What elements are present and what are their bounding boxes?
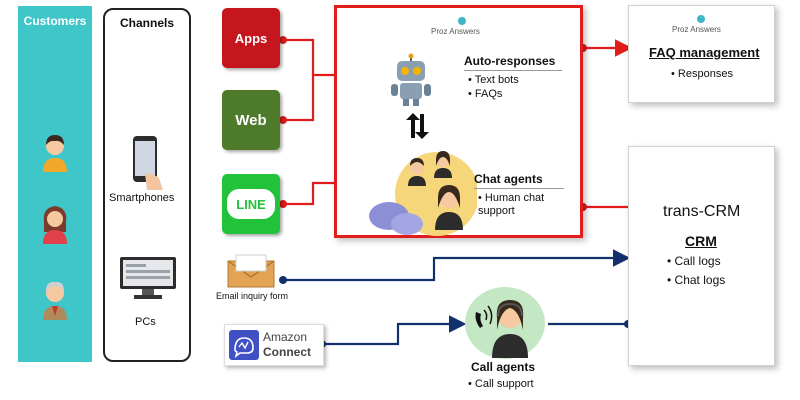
customers-title: Customers — [23, 14, 87, 28]
channels-title: Channels — [119, 16, 174, 30]
web-label: Web — [235, 111, 267, 129]
chat-agents-icon — [369, 151, 477, 236]
auto-item-faqs: FAQs — [468, 88, 564, 100]
crm-item-chat-logs: Chat logs — [667, 273, 726, 287]
line-label: LINE — [236, 196, 266, 212]
proz-answers-box: Proz Answers — [334, 5, 583, 238]
faq-logo-icon — [697, 15, 705, 23]
faq-management-title: FAQ management — [649, 45, 760, 60]
customer-senior-icon — [43, 281, 67, 320]
apps-button[interactable]: Apps — [222, 8, 280, 68]
customers-panel: Customers — [18, 6, 92, 362]
auto-responses-panel: Auto-responses Text bots FAQs — [464, 54, 564, 100]
amazon-label-top: Amazon — [263, 330, 308, 344]
channels-panel: Channels Smartphones PCs — [103, 8, 191, 362]
call-agent-icon — [465, 287, 545, 359]
auto-responses-title: Auto-responses — [464, 54, 556, 68]
smartphones-label: Smartphones — [109, 192, 175, 204]
chat-item-human: Human chat — [478, 192, 564, 204]
faq-logo-text: Proz Answers — [672, 25, 721, 34]
apps-label: Apps — [234, 30, 268, 46]
web-button[interactable]: Web — [222, 90, 280, 150]
envelope-icon — [227, 254, 275, 288]
robot-icon — [391, 53, 431, 106]
proz-logo-icon — [458, 17, 466, 25]
trans-crm-brand: trans-CRM — [663, 203, 741, 220]
chat-agents-panel: Chat agents Human chat support — [474, 172, 564, 217]
crm-title: CRM — [685, 233, 717, 249]
exchange-arrows-icon — [406, 113, 429, 139]
call-item-support: Call support — [468, 378, 534, 390]
amazon-connect-icon — [229, 330, 259, 360]
amazon-label-bottom: Connect — [263, 345, 311, 359]
auto-item-text-bots: Text bots — [468, 74, 564, 86]
pcs-label: PCs — [135, 316, 156, 328]
customer-man-icon — [43, 135, 67, 172]
faq-management-box: Proz Answers FAQ management Responses — [628, 5, 775, 103]
email-form-button[interactable]: Email inquiry form — [216, 253, 288, 303]
amazon-connect-button[interactable]: Amazon Connect — [224, 324, 324, 366]
faq-item-responses: Responses — [671, 68, 733, 80]
chat-item-support: support — [478, 205, 515, 217]
line-button[interactable]: LINE — [222, 174, 280, 234]
chat-agents-title: Chat agents — [474, 172, 543, 186]
pc-icon — [120, 257, 176, 299]
proz-logo-text: Proz Answers — [431, 27, 480, 36]
customer-woman-icon — [43, 206, 67, 244]
crm-item-call-logs: Call logs — [667, 254, 721, 268]
call-agents-title: Call agents — [471, 360, 536, 374]
line-bubble-icon: LINE — [227, 189, 275, 219]
crm-box: trans-CRM CRM Call logs Chat logs — [628, 146, 775, 366]
email-form-label: Email inquiry form — [216, 291, 289, 301]
smartphone-icon — [133, 136, 163, 190]
